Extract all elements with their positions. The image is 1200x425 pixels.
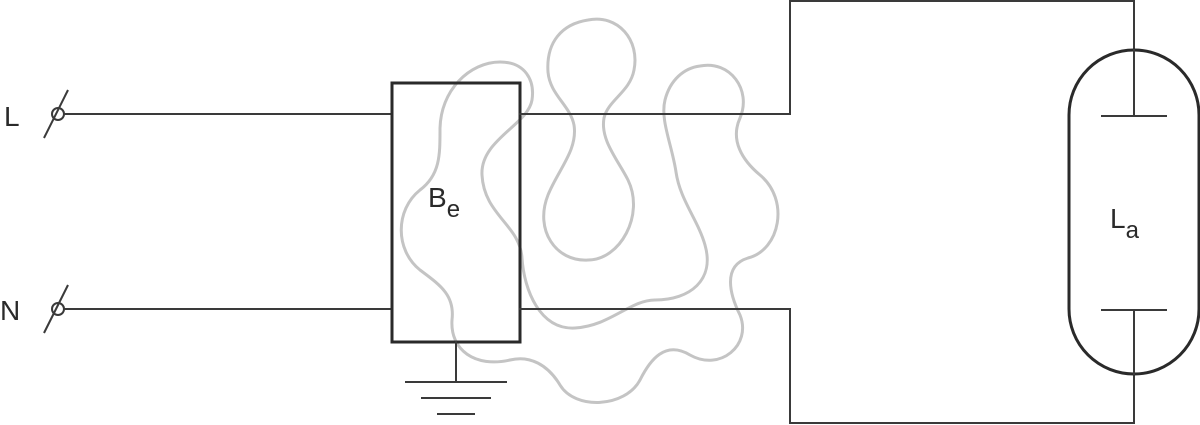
lamp-label-sub: a [1126, 217, 1140, 244]
wire-lamp-top [519, 0, 1135, 115]
terminal-line: L [4, 89, 69, 139]
lamp-label: La [1110, 203, 1140, 244]
ballast-label-main: B [428, 182, 447, 213]
watermark-logo [399, 17, 780, 404]
terminal-neutral-label: N [0, 295, 20, 326]
ballast-label: Be [428, 182, 460, 223]
terminal-line-slash [43, 89, 69, 139]
lamp-label-main: L [1110, 203, 1126, 234]
ground-symbol [405, 341, 507, 415]
wire-lamp-bottom [519, 308, 1135, 424]
terminal-neutral: N [0, 284, 69, 334]
ballast: Be [390, 81, 522, 344]
ballast-label-sub: e [447, 196, 460, 223]
lamp: La [1067, 48, 1200, 376]
terminal-line-label: L [4, 101, 20, 132]
terminal-neutral-slash [43, 284, 69, 334]
